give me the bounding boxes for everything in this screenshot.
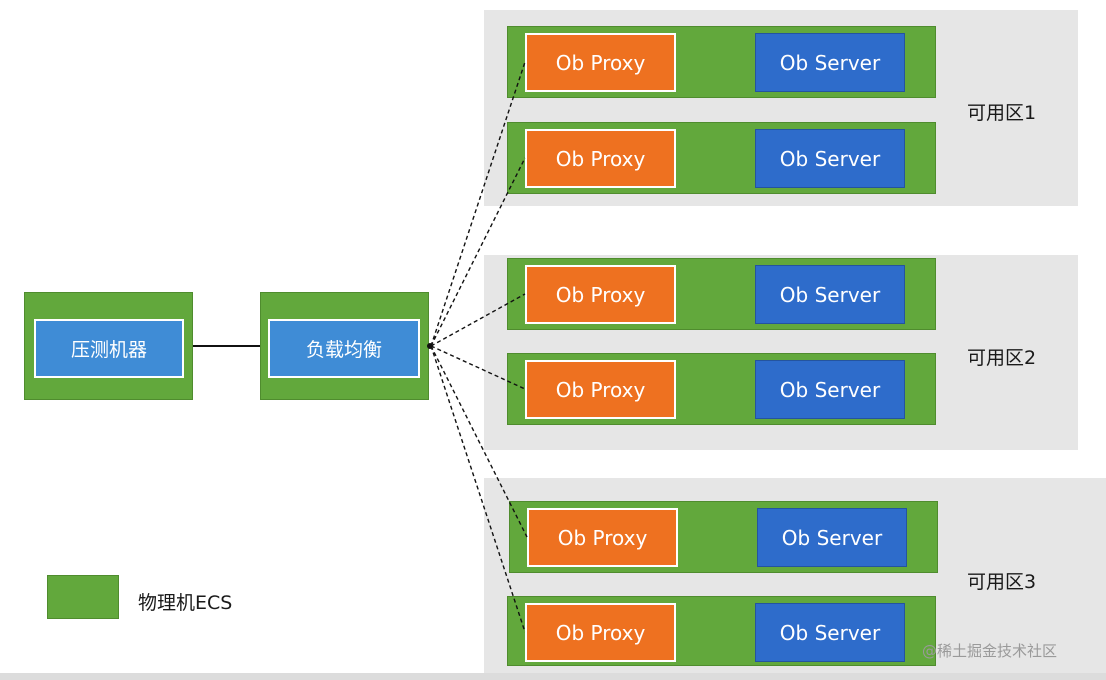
zone-label-2: 可用区2 <box>967 347 1037 369</box>
ob-proxy-box: Ob Proxy <box>525 265 676 324</box>
legend-swatch <box>47 575 119 619</box>
ob-proxy-box: Ob Proxy <box>525 603 676 662</box>
ob-server-box: Ob Server <box>755 360 905 419</box>
legend-label: 物理机ECS <box>138 592 233 614</box>
ob-server-box: Ob Server <box>755 33 905 92</box>
ob-proxy-box: Ob Proxy <box>525 33 676 92</box>
ob-server-box: Ob Server <box>755 129 905 188</box>
pressure-machine-box: 压测机器 <box>34 319 184 378</box>
dashed-link <box>430 61 526 347</box>
ob-server-box: Ob Server <box>757 508 907 567</box>
watermark: @稀土掘金技术社区 <box>922 642 1058 660</box>
dashed-link <box>430 345 526 633</box>
dashed-link <box>430 345 528 538</box>
zone-label-1: 可用区1 <box>967 102 1037 124</box>
bottom-strip <box>0 673 1106 680</box>
zone-label-3: 可用区3 <box>967 571 1037 593</box>
ob-proxy-box: Ob Proxy <box>525 360 676 419</box>
link-hub <box>427 343 433 349</box>
ob-server-box: Ob Server <box>755 265 905 324</box>
dashed-link <box>430 345 526 390</box>
ob-proxy-box: Ob Proxy <box>525 129 676 188</box>
ob-proxy-box: Ob Proxy <box>527 508 678 567</box>
dashed-link <box>430 293 526 347</box>
dashed-link <box>430 157 526 347</box>
ob-server-box: Ob Server <box>755 603 905 662</box>
load-balancer-box: 负载均衡 <box>268 319 420 378</box>
